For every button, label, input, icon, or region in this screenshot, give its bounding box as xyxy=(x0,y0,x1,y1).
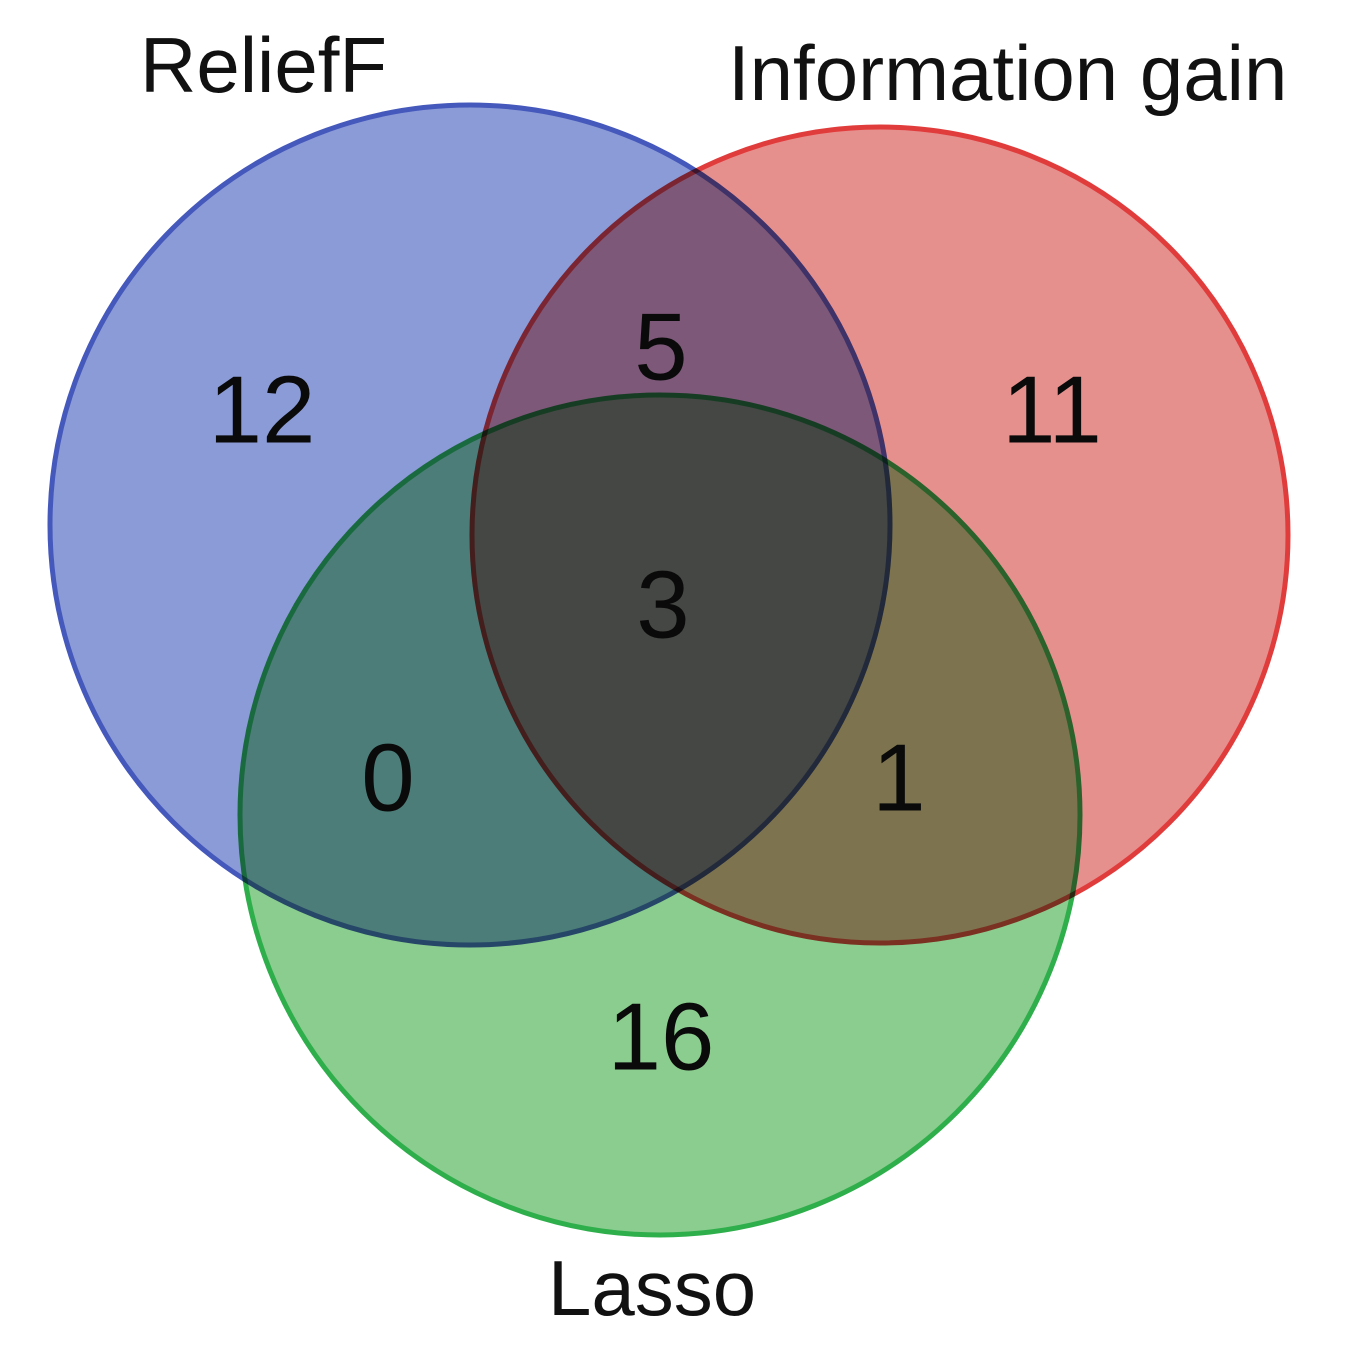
region-count-lasso-only: 16 xyxy=(608,984,715,1091)
region-count-all-three: 3 xyxy=(636,552,689,659)
venn-region-counts: 12 11 5 3 0 1 16 xyxy=(209,294,1102,1091)
region-count-information-gain-only: 11 xyxy=(1002,357,1102,464)
region-count-relieff-information-gain: 5 xyxy=(634,294,687,401)
region-count-information-gain-lasso: 1 xyxy=(872,725,925,832)
set-label-information-gain: Information gain xyxy=(728,29,1287,117)
set-label-lasso: Lasso xyxy=(548,1244,756,1332)
set-label-relieff: ReliefF xyxy=(140,21,387,109)
venn-circles-group xyxy=(47,102,1291,1238)
region-count-relieff-lasso: 0 xyxy=(361,725,414,832)
venn-circle-lasso[interactable] xyxy=(237,392,1083,1238)
venn-set-labels: ReliefF Information gain Lasso xyxy=(140,21,1287,1332)
region-count-relieff-only: 12 xyxy=(209,357,316,464)
